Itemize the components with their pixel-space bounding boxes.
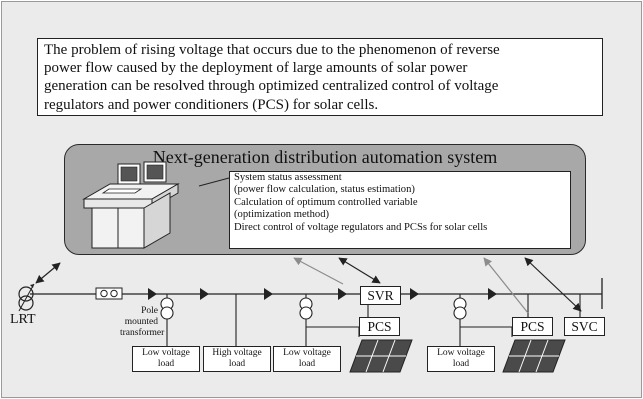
svc-box: SVC: [564, 317, 605, 336]
pole-transformer-line: transformer: [120, 328, 165, 338]
system-functions-box: System status assessment (power flow cal…: [229, 171, 571, 249]
transformer-icon: [453, 294, 467, 346]
pole-transformer-label: Pole mounted transformer: [120, 306, 165, 339]
function-line: System status assessment: [234, 172, 342, 183]
transformer-icon: [299, 294, 313, 346]
low-voltage-load-box: Low voltage load: [427, 346, 495, 372]
function-line: (optimization method): [234, 209, 330, 221]
load-label: Low voltage: [142, 348, 190, 358]
function-line: Direct control of voltage regulators and…: [234, 221, 488, 233]
pcs-control-arrow: [293, 257, 344, 285]
circuit-breaker-icon: [95, 287, 123, 300]
computer-workstation-icon: [82, 161, 180, 249]
load-label: load: [157, 359, 175, 369]
summary-line: generation can be resolved through optim…: [44, 78, 499, 95]
svc-control-arrow: [524, 257, 582, 312]
low-voltage-load-box: Low voltage load: [132, 346, 200, 372]
load-label: Low voltage: [437, 348, 485, 358]
flow-arrow: [338, 288, 347, 300]
pcs-box: PCS: [512, 317, 553, 336]
system-title: Next-generation distribution automation …: [152, 147, 498, 167]
pole-transformer-line: Pole: [141, 306, 158, 316]
summary-line: regulators and power conditioners (PCS) …: [44, 96, 379, 113]
function-line: (power flow calculation, status estimati…: [234, 184, 415, 196]
flow-arrow: [200, 288, 209, 300]
svr-control-arrow: [338, 257, 381, 284]
solar-panel-icon: [502, 339, 566, 373]
lrt-control-arrow: [35, 262, 61, 284]
high-voltage-load-box: High voltage load: [203, 346, 271, 372]
pcs-branch: [306, 326, 360, 337]
lrt-label: LRT: [10, 312, 36, 327]
load-label: High voltage: [212, 348, 262, 358]
pcs-box: PCS: [359, 317, 400, 336]
function-line: Calculation of optimum controlled variab…: [234, 196, 418, 208]
summary-line: power flow caused by the deployment of l…: [44, 60, 468, 77]
load-label: Low voltage: [283, 348, 331, 358]
load-label: load: [452, 359, 470, 369]
flow-arrow: [264, 288, 273, 300]
summary-line: The problem of rising voltage that occur…: [44, 42, 500, 58]
transformer-icon: [160, 294, 174, 346]
svr-box: SVR: [360, 286, 401, 305]
pcs-control-arrow: [483, 257, 529, 314]
flow-arrow: [410, 288, 419, 300]
flow-arrow: [148, 288, 157, 300]
summary-note: The problem of rising voltage that occur…: [37, 38, 603, 116]
load-label: load: [298, 359, 316, 369]
flow-arrow: [488, 288, 497, 300]
pcs-branch: [460, 326, 513, 337]
load-label: load: [228, 359, 246, 369]
solar-panel-icon: [349, 339, 413, 373]
pole-transformer-line: mounted: [124, 317, 158, 327]
connector-line: [198, 177, 230, 187]
transformer-icon: [18, 283, 35, 312]
low-voltage-load-box: Low voltage load: [273, 346, 341, 372]
